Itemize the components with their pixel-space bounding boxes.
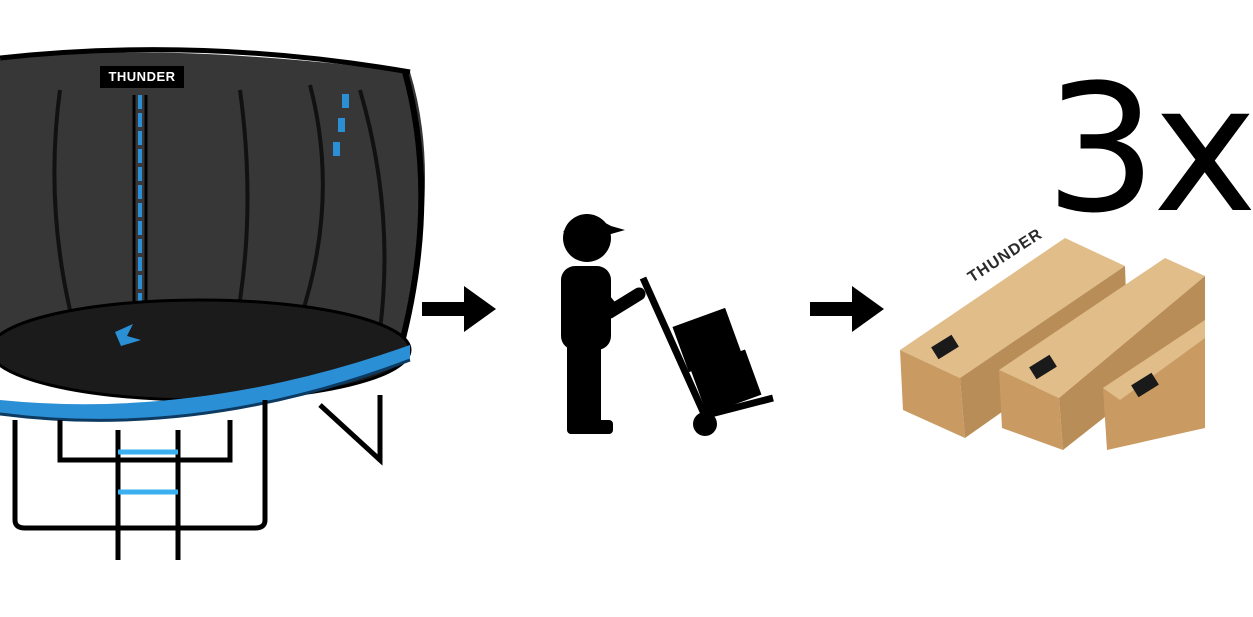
trampoline-top-rim <box>0 47 411 75</box>
cardboard-boxes-image <box>900 238 1205 450</box>
net-poles <box>52 84 387 331</box>
trampoline-image <box>0 47 425 560</box>
arrow-right-icon <box>810 286 884 332</box>
page-stage: THUNDER 3x <box>0 47 1253 560</box>
jumping-mat <box>0 298 412 402</box>
arrow-right-icon <box>422 286 496 332</box>
trampoline-brand-logo: THUNDER <box>108 69 176 84</box>
net-side-markers <box>333 94 349 156</box>
delivery-man-with-hand-truck-icon <box>561 214 774 436</box>
quantity-multiplier: 3x <box>1045 47 1253 252</box>
shipping-box <box>999 258 1205 450</box>
shipping-box <box>1103 320 1205 450</box>
safety-pad <box>0 345 410 421</box>
trampoline-legs <box>12 395 383 531</box>
